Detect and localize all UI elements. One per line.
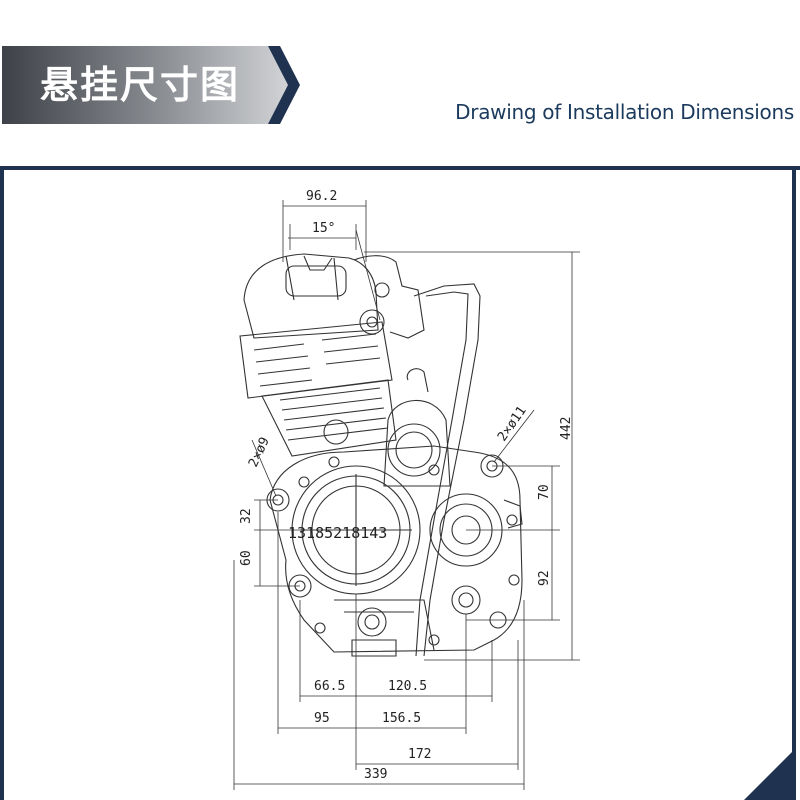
dim-32: 32 [239,508,254,524]
dimension-lines [233,200,580,790]
corner-accent [744,752,792,800]
dim-339: 339 [364,767,387,782]
dim-95: 95 [314,711,330,726]
dim-96-2: 96.2 [306,189,337,204]
dim-60: 60 [239,550,254,566]
dim-2x9: 2×ø9 [246,435,273,470]
header-banner [2,46,302,124]
header-divider [0,166,800,170]
watermark-phone: 13185218143 [288,524,387,542]
banner-shape [2,46,300,124]
page-title-cn: 悬挂尺寸图 [40,63,241,107]
engine-outline [239,253,523,657]
dim-70: 70 [537,484,552,500]
dim-172: 172 [408,747,431,762]
dim-15-degree: 15° [312,221,335,236]
dim-156-5: 156.5 [382,711,421,726]
dim-66-5: 66.5 [314,679,345,694]
drawing-frame: 96.2 15° 442 2×ø11 2×ø9 70 92 32 60 66.5… [0,170,796,800]
dim-120-5: 120.5 [388,679,427,694]
dim-442: 442 [559,417,574,440]
page-title-en: Drawing of Installation Dimensions [455,100,794,124]
dim-92: 92 [537,570,552,586]
engine-drawing: 96.2 15° 442 2×ø11 2×ø9 70 92 32 60 66.5… [233,189,792,800]
